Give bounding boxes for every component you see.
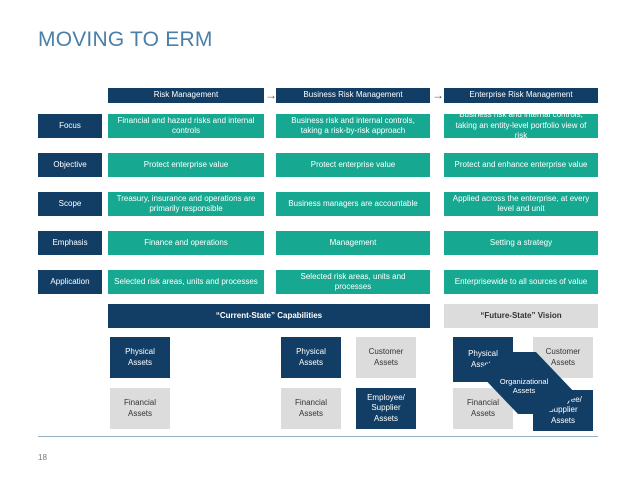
erm-organizational-assets: Organizational Assets <box>499 376 549 395</box>
erm-financial-assets: Financial Assets <box>453 388 513 429</box>
cell-focus-erm: Business risk and internal controls, tak… <box>444 110 598 140</box>
cell-application-rm: Selected risk areas, units and processes <box>108 270 264 294</box>
rm-physical-assets: Physical Assets <box>110 337 170 378</box>
brm-employee-supplier-assets: Employee/ Supplier Assets <box>356 388 416 429</box>
page-number: 18 <box>38 453 47 462</box>
cell-scope-brm: Business managers are accountable <box>276 192 430 216</box>
future-state-banner: “Future-State” Vision <box>444 304 598 328</box>
brm-financial-assets: Financial Assets <box>281 388 341 429</box>
row-label-application: Application <box>38 270 102 294</box>
organizational-assets-shape <box>476 352 578 414</box>
column-header-enterprise-risk-management: Enterprise Risk Management <box>444 88 598 103</box>
row-label-emphasis: Emphasis <box>38 231 102 255</box>
row-label-scope: Scope <box>38 192 102 216</box>
rm-financial-assets: Financial Assets <box>110 388 170 429</box>
row-label-focus: Focus <box>38 114 102 138</box>
cell-application-erm: Enterprisewide to all sources of value <box>444 270 598 294</box>
row-label-objective: Objective <box>38 153 102 177</box>
brm-customer-assets: Customer Assets <box>356 337 416 378</box>
cell-objective-brm: Protect enterprise value <box>276 153 430 177</box>
cell-focus-rm: Financial and hazard risks and internal … <box>108 114 264 138</box>
cell-emphasis-rm: Finance and operations <box>108 231 264 255</box>
cell-scope-erm: Applied across the enterprise, at every … <box>444 192 598 216</box>
column-header-risk-management: Risk Management <box>108 88 264 103</box>
page-title: MOVING TO ERM <box>38 28 213 51</box>
cell-objective-erm: Protect and enhance enterprise value <box>444 153 598 177</box>
footer-divider <box>38 436 598 437</box>
arrow-right-icon: → <box>432 88 444 102</box>
organizational-assets-connector <box>476 352 578 414</box>
cell-emphasis-brm: Management <box>276 231 430 255</box>
cell-application-brm: Selected risk areas, units and processes <box>276 270 430 294</box>
cell-emphasis-erm: Setting a strategy <box>444 231 598 255</box>
arrow-right-icon: → <box>265 88 277 102</box>
cell-scope-rm: Treasury, insurance and operations are p… <box>108 192 264 216</box>
cell-objective-rm: Protect enterprise value <box>108 153 264 177</box>
column-header-business-risk-management: Business Risk Management <box>276 88 430 103</box>
brm-physical-assets: Physical Assets <box>281 337 341 378</box>
cell-focus-brm: Business risk and internal controls, tak… <box>276 114 430 138</box>
current-state-banner: “Current-State” Capabilities <box>108 304 430 328</box>
